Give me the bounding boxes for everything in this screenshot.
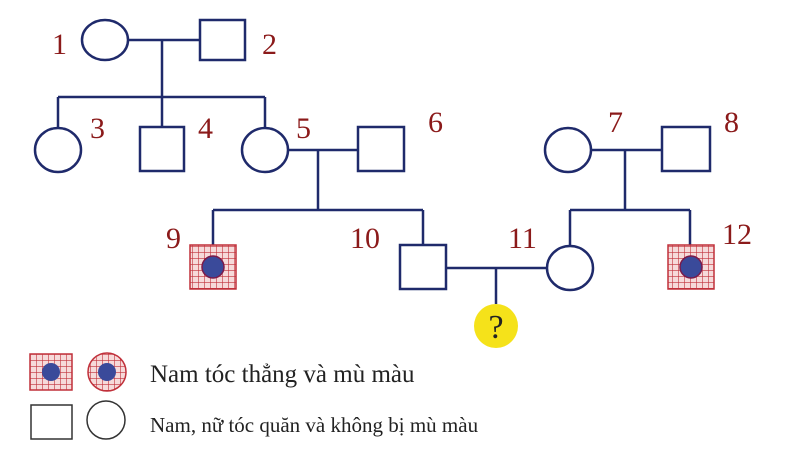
individual-10-male bbox=[398, 243, 448, 291]
label-4: 4 bbox=[198, 112, 213, 145]
individual-11-female bbox=[545, 244, 595, 292]
individual-4-male bbox=[138, 125, 186, 173]
label-8: 8 bbox=[724, 106, 739, 139]
label-12: 12 bbox=[722, 218, 752, 251]
label-3: 3 bbox=[90, 112, 105, 145]
individual-7-female bbox=[543, 126, 593, 174]
individual-8-male bbox=[660, 125, 712, 173]
individual-9-affected-male bbox=[189, 244, 237, 290]
label-7: 7 bbox=[608, 106, 623, 139]
label-11: 11 bbox=[508, 222, 537, 255]
individual-2-male bbox=[198, 18, 247, 62]
label-9: 9 bbox=[166, 222, 181, 255]
unknown-child: ? bbox=[474, 304, 518, 348]
individual-1-female bbox=[80, 18, 130, 62]
label-10: 10 bbox=[350, 222, 380, 255]
label-1: 1 bbox=[52, 28, 67, 61]
individual-6-male bbox=[356, 125, 406, 173]
legend-normal-text: Nam, nữ tóc quăn và không bị mù màu bbox=[150, 413, 479, 437]
individual-3-female bbox=[33, 126, 83, 174]
relationship-lines bbox=[56, 38, 692, 304]
individual-5-female bbox=[240, 126, 290, 174]
individual-12-affected-male bbox=[667, 244, 715, 290]
label-2: 2 bbox=[262, 28, 277, 61]
legend-normal-female-icon bbox=[86, 400, 126, 440]
legend-normal-male-icon bbox=[30, 404, 73, 440]
unknown-child-mark: ? bbox=[488, 309, 503, 346]
legend: Nam tóc thẳng và mù màu Nam, nữ tóc quăn… bbox=[29, 352, 479, 440]
label-6: 6 bbox=[428, 106, 443, 139]
legend-affected-text: Nam tóc thẳng và mù màu bbox=[150, 361, 415, 388]
label-5: 5 bbox=[296, 112, 311, 145]
